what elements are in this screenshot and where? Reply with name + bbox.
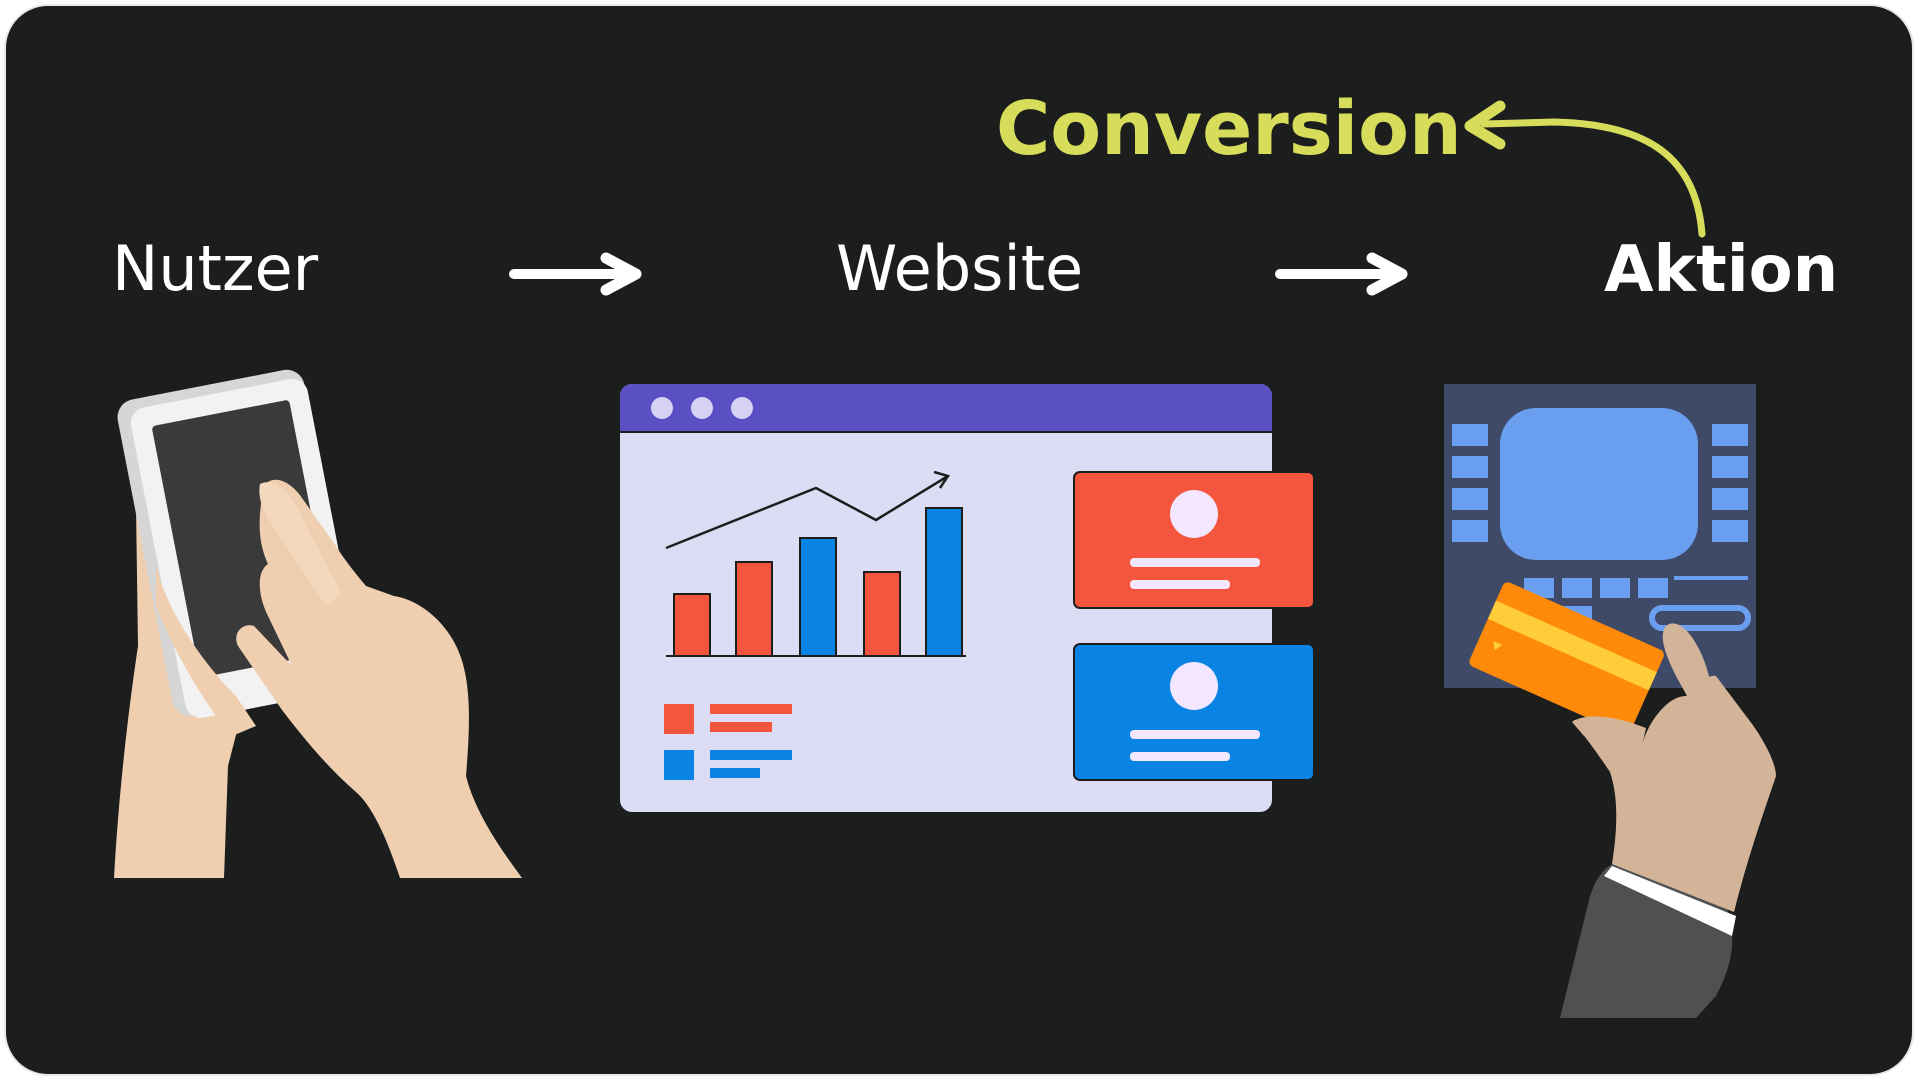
diagram-frame: Nutzer Website Aktion Conversion [4, 4, 1914, 1076]
curved-arrow-icon [1464, 100, 1706, 238]
step-website-label: Website [836, 232, 1084, 305]
window-dot-icon [651, 397, 673, 419]
step-user-label: Nutzer [112, 232, 319, 305]
window-dot-icon [691, 397, 713, 419]
window-dot-icon [731, 397, 753, 419]
diagram-graphics [114, 100, 1776, 1018]
phone-in-hands-illustration [114, 369, 522, 878]
arrow-right-icon [509, 252, 642, 296]
profile-card-icon [1073, 643, 1315, 781]
step-action-label: Aktion [1604, 233, 1839, 307]
browser-dashboard-illustration [620, 384, 1315, 812]
profile-card-icon [1073, 471, 1315, 609]
atm-card-payment-illustration [1444, 384, 1776, 1018]
arrow-right-icon [1275, 252, 1408, 296]
conversion-label: Conversion [996, 86, 1462, 172]
legend-list-icon [664, 704, 792, 780]
bar-chart-icon [666, 507, 966, 657]
